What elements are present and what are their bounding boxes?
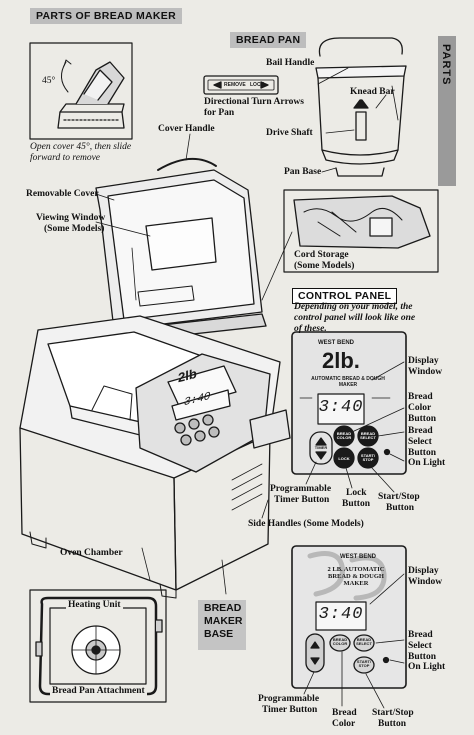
panel2-label-select-2: Select (408, 641, 432, 651)
panel2-label-start-2: Button (378, 719, 406, 729)
panel2-label-timer-2: Timer Button (262, 705, 318, 715)
panel2-bread-color-button[interactable]: BREAD COLOR (332, 637, 348, 646)
side-handles-label: Side Handles (Some Models) (248, 519, 364, 529)
bail-handle-label: Bail Handle (266, 58, 315, 68)
panel1-label-color-2: Color (408, 403, 432, 413)
turn-arrow-remove-text: REMOVE (224, 82, 246, 88)
pan-base-label: Pan Base (284, 167, 322, 177)
panel2-label-start-1: Start/Stop (372, 708, 414, 718)
control-panel-2-illustration (291, 545, 407, 689)
panel1-label-display-1: Display (408, 356, 439, 366)
control-note-1: Depending on your model, the (294, 302, 413, 312)
cord-storage-label-2: (Some Models) (294, 261, 355, 271)
open-cover-caption-1: Open cover 45°, then slide (30, 142, 132, 152)
panel1-label-timer-2: Timer Button (274, 495, 330, 505)
bread-maker-machine (19, 157, 291, 599)
oven-chamber-illustration (35, 596, 163, 696)
panel2-subtitle-3: MAKER (343, 580, 369, 587)
panel2-start-stop-button[interactable]: START/ STOP (356, 659, 372, 668)
control-panel-1-illustration (291, 331, 407, 475)
panel1-subtitle-1: AUTOMATIC BREAD & DOUGH (311, 376, 385, 382)
turn-arrows-label-1: Directional Turn Arrows (204, 97, 304, 107)
panel2-label-display-2: Window (408, 577, 443, 587)
panel1-label-color-3: Button (408, 414, 436, 424)
panel1-subtitle-2: MAKER (338, 382, 358, 388)
panel1-label-lock-1: Lock (346, 488, 367, 498)
panel1-label-start-2: Button (386, 503, 414, 513)
turn-arrows-plate (203, 75, 279, 95)
open-cover-illustration (57, 59, 125, 129)
panel1-label-start-1: Start/Stop (378, 492, 420, 502)
panel2-leaders (303, 573, 405, 709)
panel2-brand: WEST BEND (340, 554, 376, 560)
turn-arrow-lock-text: LOCK (250, 82, 265, 88)
panel2-subtitle-2: BREAD & DOUGH (328, 573, 384, 580)
panel2-bread-select-button[interactable]: BREAD SELECT (356, 637, 372, 646)
cord-storage-label-1: Cord Storage (294, 250, 349, 260)
base-callout-line-1: BREAD (204, 602, 242, 614)
section-header-parts: PARTS OF BREAD MAKER (30, 8, 182, 24)
base-callout-line-2: MAKER (204, 615, 243, 627)
panel1-label-display-2: Window (408, 367, 443, 377)
panel2-label-onlight: On Light (408, 662, 446, 672)
chamber-inset-frame (29, 589, 167, 703)
oven-chamber-label: Oven Chamber (60, 548, 123, 558)
knead-bar-label: Knead Bar (350, 87, 395, 97)
panel2-label-select-3: Button (408, 652, 436, 662)
panel1-brand: WEST BEND (318, 340, 354, 346)
viewing-window-label-1: Viewing Window (36, 213, 106, 223)
cord-storage-illustration (293, 195, 431, 249)
panel1-start-stop-button[interactable]: START/ STOP (360, 453, 376, 462)
panel2-display: 3:40 (318, 605, 364, 624)
panel2-label-timer-1: Programmable (258, 694, 320, 704)
bread-pan-illustration (315, 37, 407, 177)
panel1-timer-button[interactable]: TIMER (314, 445, 328, 450)
panel1-lock-button[interactable]: LOCK (338, 456, 350, 461)
panel1-bread-color-button[interactable]: BREAD COLOR (336, 431, 352, 440)
panel2-label-display-1: Display (408, 566, 439, 576)
viewing-window-label-2: (Some Models) (44, 224, 105, 234)
bread-pan-attachment-label: Bread Pan Attachment (50, 686, 147, 697)
panel1-label-select-3: Button (408, 448, 436, 458)
heating-unit-label: Heating Unit (66, 600, 123, 611)
panel2-subtitle-1: 2 LB. AUTOMATIC (327, 566, 385, 573)
panel1-label-onlight: On Light (408, 458, 446, 468)
open-cover-caption-2: forward to remove (30, 153, 101, 163)
panel2-label-select-1: Bread (408, 630, 433, 640)
panel1-leaders (305, 361, 405, 493)
control-note-3: of these. (294, 324, 327, 334)
cover-handle-label: Cover Handle (158, 124, 215, 134)
panel1-label-color-1: Bread (408, 392, 433, 402)
panel1-logo: 2lb. (322, 348, 360, 373)
open-cover-inset-frame (29, 42, 133, 140)
section-header-bread-pan: BREAD PAN (230, 32, 307, 48)
panel1-bread-select-button[interactable]: BREAD SELECT (360, 431, 376, 440)
base-callout-line-3: BASE (204, 628, 234, 640)
cord-storage-frame (283, 189, 439, 273)
section-header-control-panel: CONTROL PANEL (292, 288, 398, 304)
open-angle-label: 45° (42, 76, 56, 86)
panel2-label-color-1: Bread (332, 708, 357, 718)
panel1-label-timer-1: Programmable (270, 484, 332, 494)
panel1-label-select-1: Bread (408, 426, 433, 436)
panel1-display: 3:40 (318, 398, 364, 417)
panel2-label-color-2: Color (332, 719, 356, 729)
leader-lines (95, 67, 387, 595)
turn-arrows-label-2: for Pan (204, 108, 235, 118)
drive-shaft-label: Drive Shaft (266, 128, 313, 138)
panel1-label-lock-2: Button (342, 499, 370, 509)
section-side-tab: PARTS (438, 36, 456, 186)
panel1-label-select-2: Select (408, 437, 432, 447)
control-note-2: control panel will look like one (294, 313, 416, 323)
base-callout: BREAD MAKER BASE (198, 600, 246, 650)
removable-cover-label: Removable Cover (26, 189, 99, 199)
